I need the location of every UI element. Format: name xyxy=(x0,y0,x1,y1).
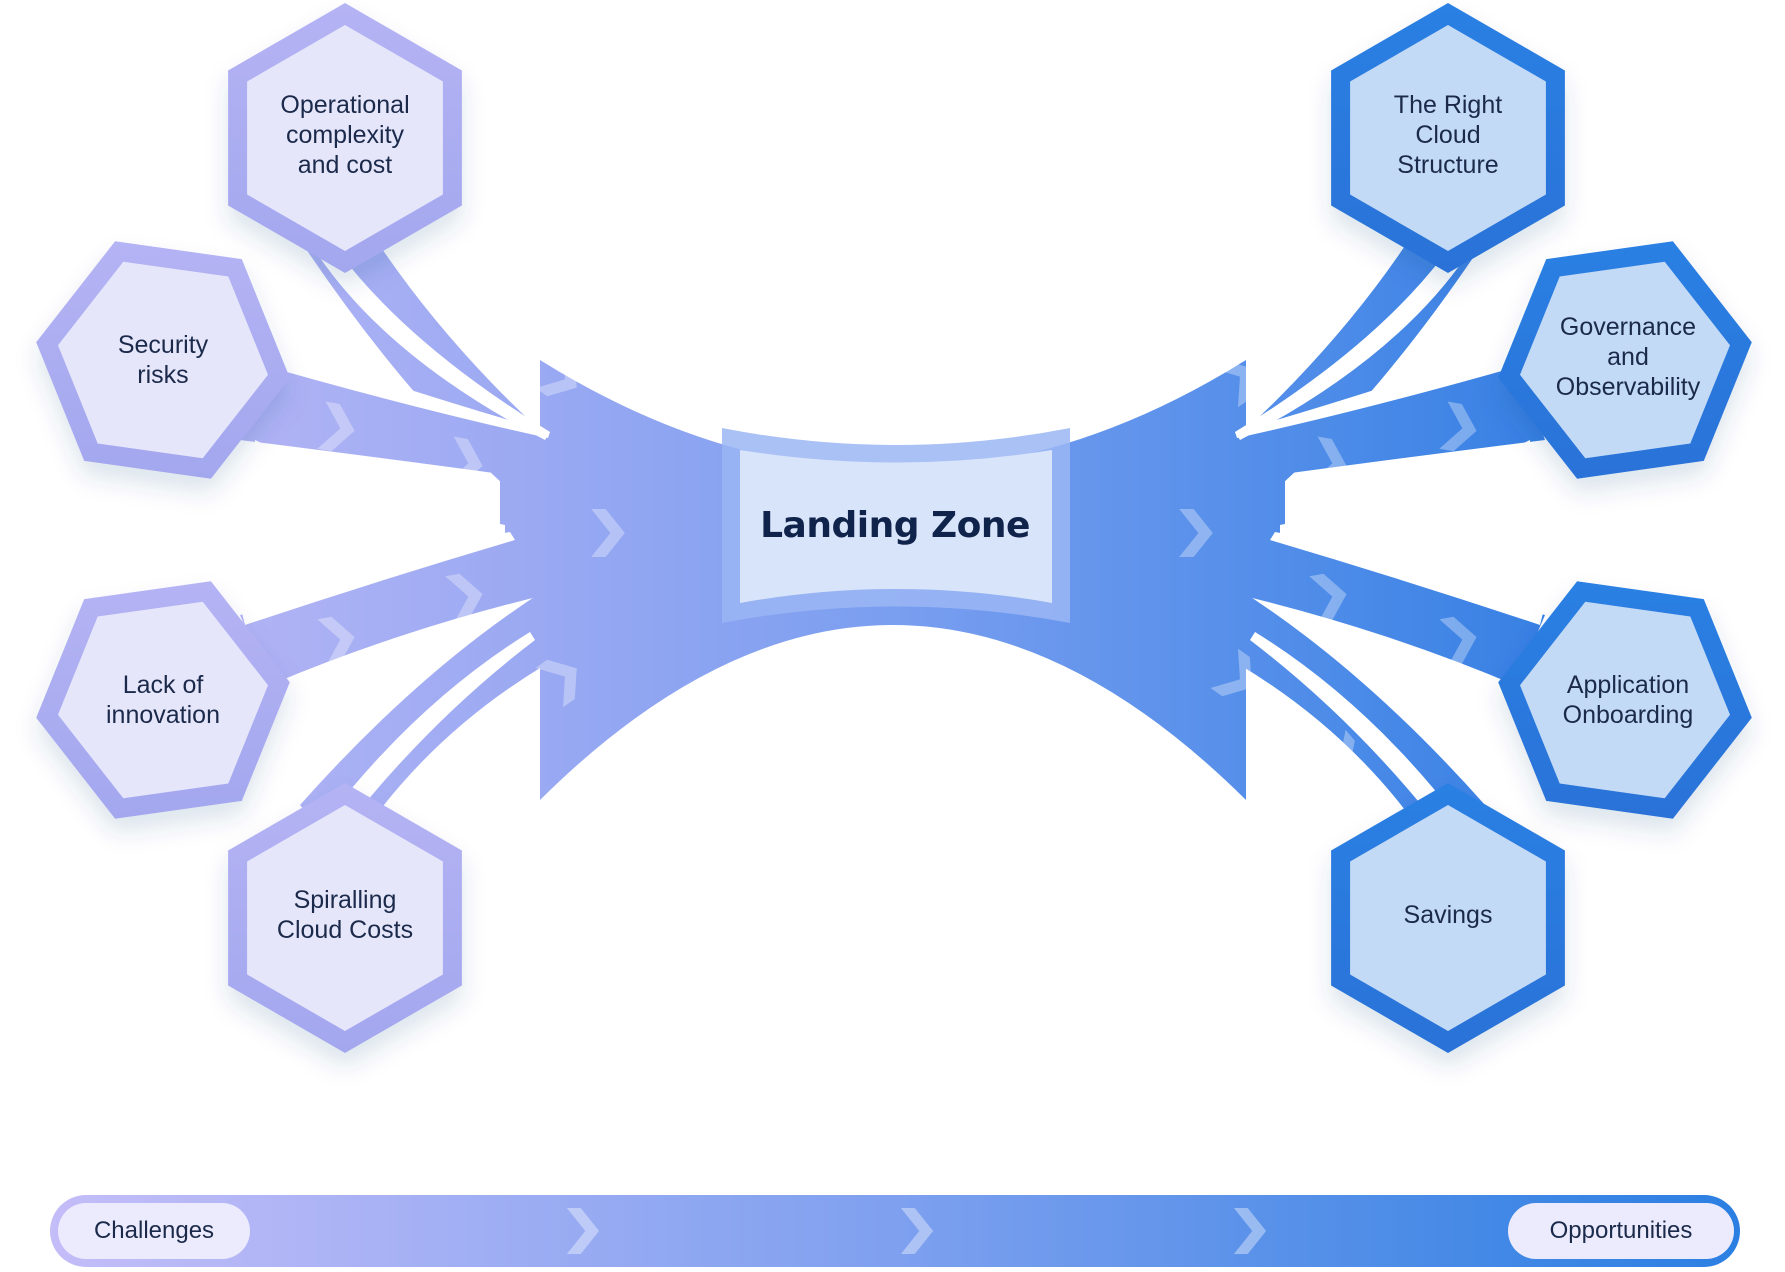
challenge-hexagon-innovation xyxy=(36,581,290,819)
flow-arrow-icon xyxy=(445,573,483,624)
timeline-arrow-icon xyxy=(566,1208,600,1254)
challenge-label-operational: Operational complexity and cost xyxy=(280,91,410,179)
flow-arrow-icon xyxy=(1210,359,1252,408)
challenge-label-cloud-costs: Spiralling Cloud Costs xyxy=(276,886,414,944)
flow-arrow-icon xyxy=(432,744,479,787)
challenges-pill xyxy=(58,1203,250,1259)
opportunity-hexagon-onboarding xyxy=(1498,581,1752,819)
flow-arrow-icon xyxy=(1309,436,1347,487)
hexagon-nodes xyxy=(36,3,1752,1053)
flow-arrow-icon xyxy=(591,509,625,557)
timeline-arrow-icon xyxy=(900,1208,934,1254)
challenge-hexagon-operational xyxy=(228,3,462,273)
opportunity-hexagon-savings xyxy=(1331,783,1565,1053)
opportunity-hexagon-governance xyxy=(1498,241,1752,479)
flow-arrow-icon xyxy=(1309,573,1347,624)
flow-arrow-icon xyxy=(1179,509,1213,557)
flow-arrows xyxy=(317,271,1477,787)
opportunity-label-cloud-structure: The Right Cloud Structure xyxy=(1393,91,1503,179)
flow-arrow-icon xyxy=(445,436,483,487)
center-box xyxy=(722,428,1070,623)
flow-arrow-icon xyxy=(1308,274,1355,317)
timeline-arrow-icon xyxy=(1233,1208,1267,1254)
challenges-label: Challenges xyxy=(93,1217,215,1244)
flow-arrow-icon xyxy=(1308,729,1355,772)
opportunity-label-savings: Savings xyxy=(1403,901,1493,929)
opportunity-label-governance: Governance and Observability xyxy=(1555,313,1701,401)
challenge-label-security: Security risks xyxy=(117,331,209,389)
opportunities-pill xyxy=(1508,1203,1734,1259)
opportunities-label: Opportunities xyxy=(1549,1217,1693,1244)
flow-arrow-icon xyxy=(317,401,355,452)
timeline-bar xyxy=(50,1195,1740,1267)
challenge-hexagon-cloud-costs xyxy=(228,783,462,1053)
flow-arrow-icon xyxy=(535,348,577,397)
challenge-hexagon-security xyxy=(36,241,290,479)
challenge-label-innovation: Lack of innovation xyxy=(106,671,220,729)
flow-arrow-icon xyxy=(1210,648,1252,697)
flow-arrow-icon xyxy=(535,659,577,708)
flow-arrow-icon xyxy=(1439,616,1477,667)
opportunity-hexagon-cloud-structure xyxy=(1331,3,1565,273)
opportunity-label-onboarding: Application Onboarding xyxy=(1562,671,1694,729)
flow-arrow-icon xyxy=(432,271,479,314)
flow-arrow-icon xyxy=(1439,401,1477,452)
flow-arrow-icon xyxy=(317,616,355,667)
landing-zone-title: Landing Zone xyxy=(760,504,1030,546)
